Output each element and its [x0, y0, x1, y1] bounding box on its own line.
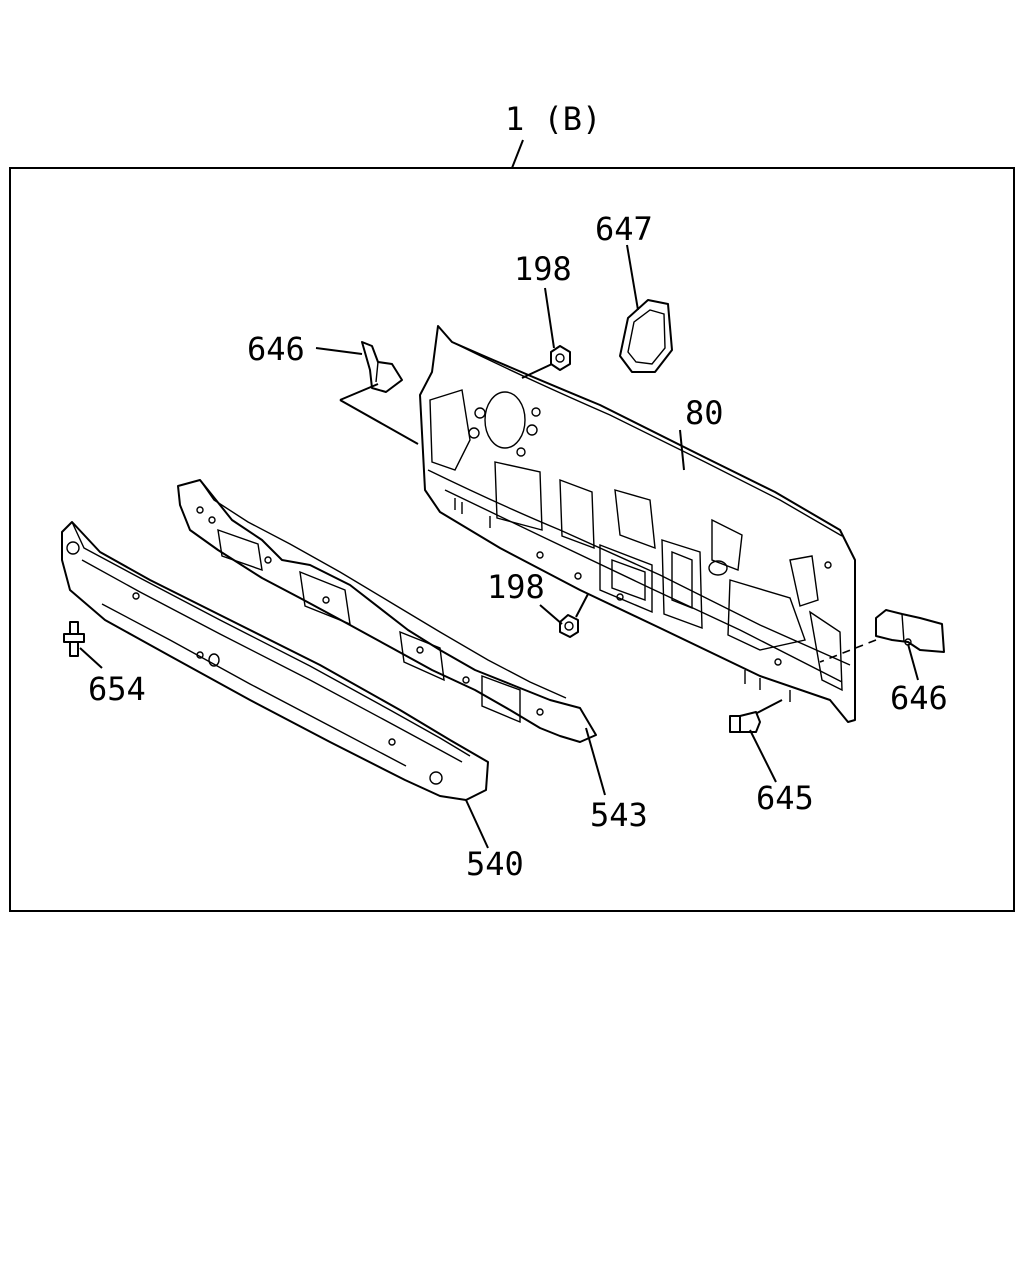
- label-647: 647: [595, 210, 653, 248]
- label-543: 543: [590, 796, 648, 834]
- part-645-bolt[interactable]: [729, 711, 761, 733]
- leader-80: [679, 429, 685, 471]
- leader-645: [749, 729, 777, 783]
- leader-198-bottom: [539, 604, 563, 625]
- leader-540: [465, 799, 489, 849]
- leader-646-left-dash-b: [339, 399, 419, 445]
- leader-646-left-dash-a: [339, 383, 379, 401]
- label-654: 654: [88, 670, 146, 708]
- part-540-rail[interactable]: [61, 521, 489, 801]
- leader-647: [626, 244, 639, 311]
- leader-198-bottom-to-panel: [575, 593, 589, 618]
- label-646-right: 646: [890, 679, 948, 717]
- label-645: 645: [756, 779, 814, 817]
- leader-654: [79, 647, 103, 669]
- leader-198-top: [544, 287, 555, 349]
- leader-646-left: [315, 347, 363, 355]
- part-198-bottom-nut[interactable]: [559, 614, 579, 638]
- leader-646-right: [907, 643, 919, 681]
- label-198-top: 198: [514, 250, 572, 288]
- label-80: 80: [685, 394, 724, 432]
- assembly-label: 1 (B): [505, 100, 601, 138]
- part-647-gasket[interactable]: [619, 299, 673, 373]
- leader-646-right-dash: [819, 639, 877, 663]
- part-654-stud[interactable]: [63, 621, 85, 657]
- part-646-left-bracket[interactable]: [361, 341, 403, 393]
- leader-543: [585, 727, 606, 796]
- part-543-support[interactable]: [177, 479, 597, 743]
- assembly-leader-line: [511, 139, 524, 169]
- label-540: 540: [466, 845, 524, 883]
- leader-645-to-panel: [756, 699, 783, 714]
- part-80-panel[interactable]: [419, 325, 856, 723]
- part-198-top-nut[interactable]: [550, 345, 571, 371]
- diagram-frame: [9, 167, 1015, 912]
- label-646-left: 646: [247, 330, 305, 368]
- leader-198-top-to-panel: [521, 363, 553, 379]
- label-198-bottom: 198: [487, 568, 545, 606]
- part-646-right-bracket[interactable]: [875, 609, 945, 653]
